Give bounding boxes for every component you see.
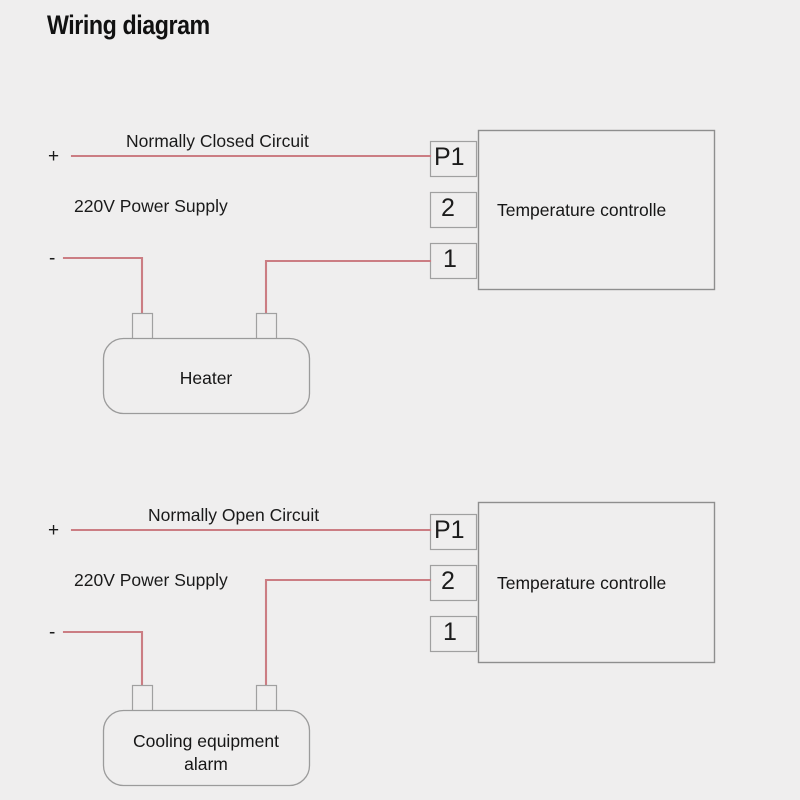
terminal-label-p1-1[interactable]: P1 [434,143,465,171]
terminal-box-2-2[interactable] [429,564,478,602]
polarity-negative-1: - [49,248,56,269]
wire-negative-to-heater-1 [62,256,144,317]
polarity-negative-2: - [49,622,56,643]
terminal-label-1-2[interactable]: 1 [443,618,457,646]
terminal-box-1-2[interactable] [429,615,478,653]
heater-label: Heater [179,368,233,388]
supply-label-1: 220V Power Supply [74,196,228,216]
terminal-box-1-1[interactable] [429,242,478,280]
polarity-positive-2: + [48,520,60,541]
wire-terminal1-to-heater-1 [264,259,432,317]
alarm-post-left [131,684,154,713]
controller-body-1 [477,129,716,291]
supply-label-2: 220V Power Supply [74,570,228,590]
heater-body [102,337,311,415]
terminal-box-2-1[interactable] [429,191,478,229]
terminal-label-p1-2[interactable]: P1 [434,516,465,544]
heater-post-right [255,312,278,341]
terminal-label-2-2[interactable]: 2 [441,567,455,595]
alarm-label-line-1: Cooling equipment [133,731,279,751]
diagram-normally-closed-vectors [62,129,716,415]
alarm-label-line-2: alarm [184,754,228,774]
diagram-normally-open-vectors [62,501,716,787]
heater-post-left [131,312,154,341]
terminal-label-2-1[interactable]: 2 [441,194,455,222]
circuit-label-normally-closed: Normally Closed Circuit [126,131,309,151]
alarm-post-right [255,684,278,713]
wire-terminal2-to-alarm-2 [264,578,432,689]
alarm-body [102,709,311,787]
circuit-label-normally-open: Normally Open Circuit [148,505,320,525]
controller-body-2 [477,501,716,664]
terminal-box-p1-1[interactable] [429,140,478,178]
controller-label-2: Temperature controlle [497,573,667,593]
terminal-label-1-1[interactable]: 1 [443,245,457,273]
controller-label-1: Temperature controlle [497,200,667,220]
wire-negative-to-alarm-2 [62,630,144,689]
terminal-box-p1-2[interactable] [429,513,478,551]
polarity-positive-1: + [48,146,60,167]
page-title: Wiring diagram [47,10,210,40]
